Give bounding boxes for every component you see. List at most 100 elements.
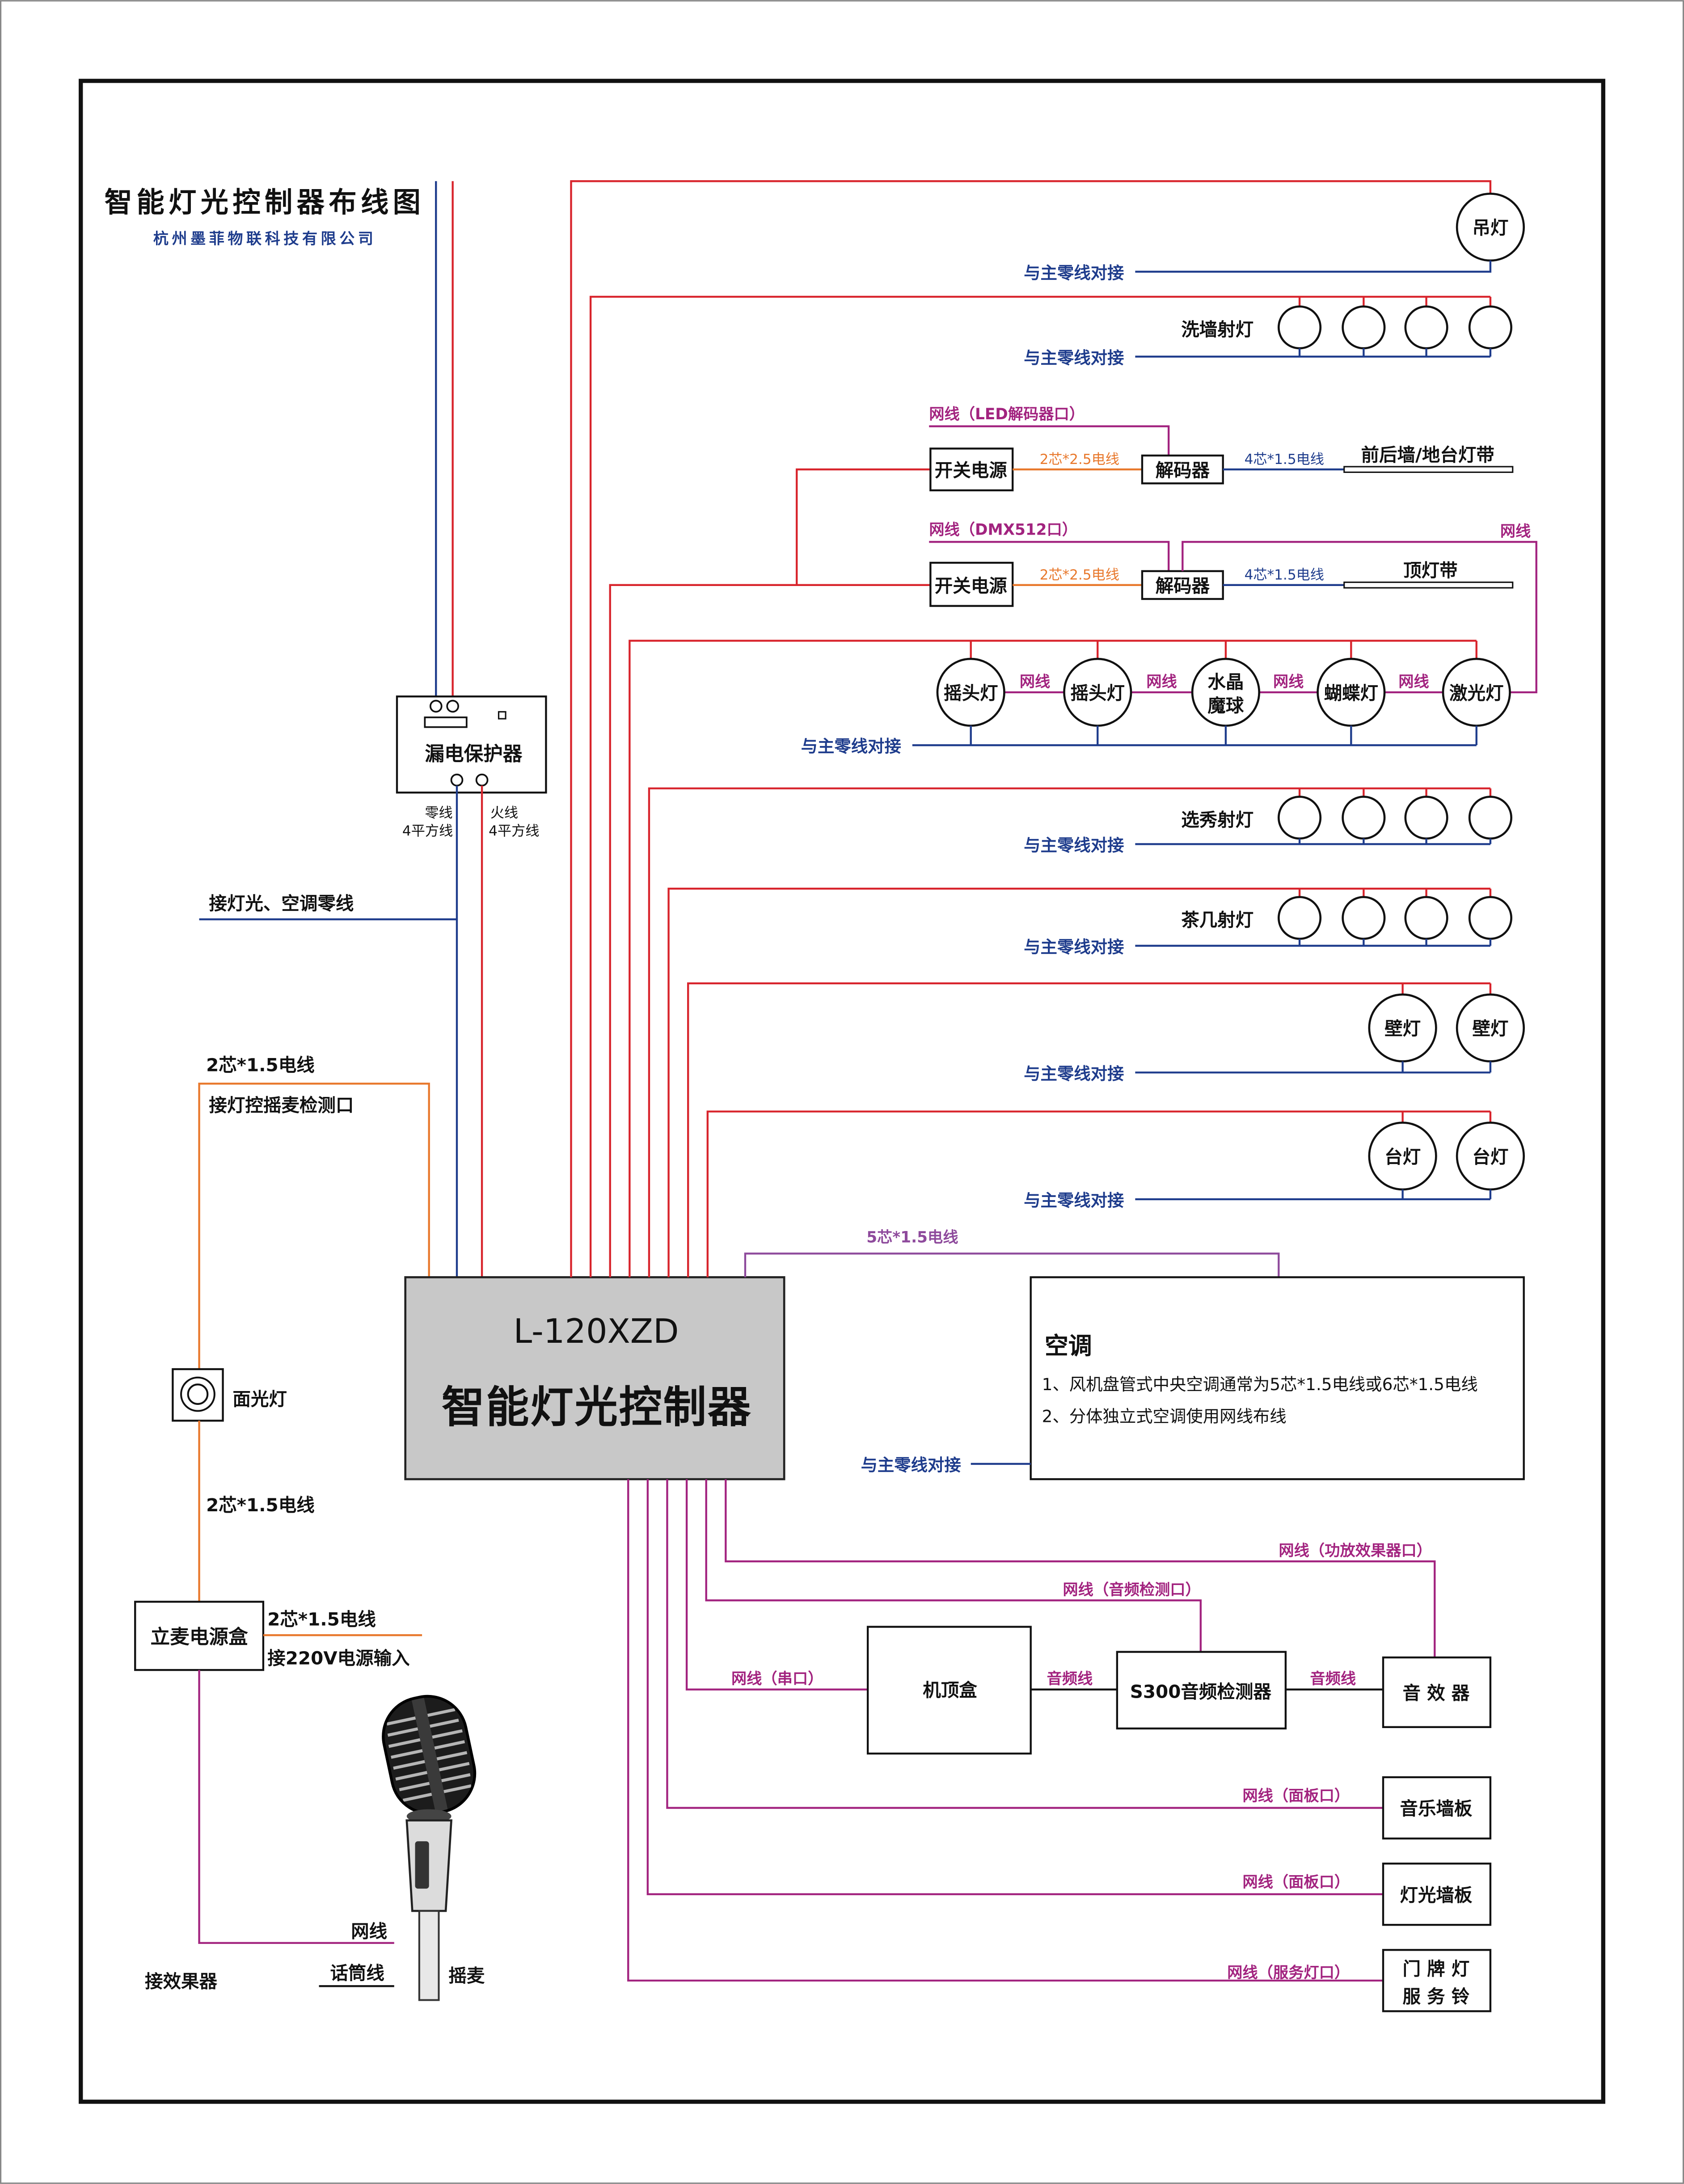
stage-link-label: 网线 <box>1146 673 1177 691</box>
front-strip-light-bar <box>1343 466 1514 473</box>
stage-neutral-wire <box>912 725 1477 746</box>
amp-port-label: 网线（功放效果器口） <box>1279 1542 1432 1560</box>
wall-wash-fixture <box>1468 305 1512 350</box>
chandelier-label: 吊灯 <box>1472 217 1508 239</box>
mic-power-cable-label: 2芯*1.5电线 <box>267 1608 376 1630</box>
microphone-switch <box>415 1841 429 1889</box>
service-port-label: 网线（服务灯口） <box>1227 1964 1350 1982</box>
chandelier-row: 吊灯 与主零线对接 <box>570 180 1525 1278</box>
ac-note-2: 2、分体独立式空调使用网线布线 <box>1042 1406 1287 1426</box>
ac-cable-label: 5芯*1.5电线 <box>866 1229 958 1247</box>
amp-port-wire <box>725 1479 1436 1658</box>
show-spot-neutral-label: 与主零线对接 <box>1024 835 1124 855</box>
show-spot-live-wire <box>648 787 1492 1278</box>
show-spot-fixture <box>1277 796 1322 840</box>
tea-spot-fixture <box>1342 896 1386 940</box>
stage-link-label: 网线 <box>1273 673 1304 691</box>
left-section: 接灯光、空调零线 2芯*1.5电线 接灯控摇麦检测口 面光灯 2芯*1.5电线 … <box>134 893 485 2001</box>
top-strip-decoder-label: 解码器 <box>1156 575 1210 596</box>
microphone-icon <box>382 1695 477 2001</box>
audio-cable-1-label: 音频线 <box>1047 1670 1093 1688</box>
tea-spot-label: 茶几射灯 <box>1181 909 1254 931</box>
ac-note-1: 1、风机盘管式中央空调通常为5芯*1.5电线或6芯*1.5电线 <box>1042 1374 1478 1394</box>
ac-box <box>1030 1276 1525 1480</box>
breaker-section: 漏电保护器 零线 4平方线 火线 4平方线 <box>396 181 547 1278</box>
stage-row: 摇头灯 摇头灯 水晶 魔球 蝴蝶灯 激光灯 网线 网线 网线 网线 与主零线对接 <box>629 640 1511 1278</box>
breaker-switch-slot <box>424 716 468 728</box>
tea-spot-neutral-wire <box>1135 939 1492 947</box>
detect-port-label: 接灯控摇麦检测口 <box>209 1095 354 1116</box>
show-spot-fixture <box>1342 796 1386 840</box>
light-panel-port-wire <box>646 1479 1383 1895</box>
serial-port-label: 网线（串口） <box>731 1670 823 1688</box>
show-spot-row: 选秀射灯 与主零线对接 <box>648 787 1512 1278</box>
show-spot-fixture <box>1468 796 1512 840</box>
audio-detect-port-label: 网线（音频检测口） <box>1063 1581 1200 1599</box>
wall-wash-fixture <box>1342 305 1386 350</box>
neutral-branch-note: 接灯光、空调零线 <box>209 893 354 914</box>
crystal-ball-label-line2: 魔球 <box>1207 695 1244 716</box>
tea-spot-fixture <box>1277 896 1322 940</box>
top-strip-network-wire <box>929 541 1170 571</box>
top-strip-label: 顶灯带 <box>1403 560 1458 581</box>
table-lamp-neutral-wire <box>1135 1189 1492 1201</box>
show-spot-fixture <box>1404 796 1448 840</box>
effects-connect-label: 接效果器 <box>145 1970 217 1992</box>
face-light-label: 面光灯 <box>232 1388 287 1410</box>
music-panel-port-wire <box>666 1479 1383 1809</box>
breaker-label: 漏电保护器 <box>425 743 522 765</box>
front-strip-cable-label: 4芯*1.5电线 <box>1245 451 1324 468</box>
wall-wash-fixture <box>1277 305 1322 350</box>
wall-lamp-row: 壁灯 壁灯 与主零线对接 <box>687 982 1525 1278</box>
wall-wash-fixture <box>1404 305 1448 350</box>
show-spot-label: 选秀射灯 <box>1181 809 1254 831</box>
table-lamp-row: 台灯 台灯 与主零线对接 <box>706 1110 1525 1278</box>
ac-section: 5芯*1.5电线 空调 1、风机盘管式中央空调通常为5芯*1.5电线或6芯*1.… <box>744 1229 1525 1480</box>
tea-spot-fixture <box>1404 896 1448 940</box>
mic-network-wire <box>198 1670 394 1944</box>
front-strip-network-label: 网线（LED解码器口） <box>929 405 1085 423</box>
breaker-output-neutral-terminal <box>450 773 464 787</box>
ac-neutral-label: 与主零线对接 <box>861 1455 961 1475</box>
mic-network-label: 网线 <box>351 1920 387 1942</box>
psu-live-wire <box>609 468 931 1278</box>
dmx-link-label: 网线 <box>1500 523 1531 540</box>
ac-title: 空调 <box>1045 1332 1092 1360</box>
wall-wash-live-wire <box>589 295 1492 1278</box>
light-panel-label: 灯光墙板 <box>1400 1884 1472 1906</box>
audio-cable-2-label: 音频线 <box>1310 1670 1356 1688</box>
front-strip-psu-cable-label: 2芯*2.5电线 <box>1040 451 1119 468</box>
front-strip-psu-label: 开关电源 <box>935 460 1007 481</box>
chandelier-neutral-label: 与主零线对接 <box>1024 263 1124 282</box>
top-strip-psu-label: 开关电源 <box>935 575 1007 596</box>
av-section: 网线（功放效果器口） 网线（音频检测口） 网线（串口） 网线（面板口） 网线（面… <box>627 1479 1492 2012</box>
service-bell-label: 服 务 铃 <box>1403 1986 1470 2007</box>
set-top-box-label: 机顶盒 <box>923 1679 977 1701</box>
detect-cable-wire <box>198 1083 430 1370</box>
table-lamp-neutral-label: 与主零线对接 <box>1024 1190 1124 1210</box>
tea-spot-neutral-label: 与主零线对接 <box>1024 937 1124 957</box>
front-strip-decoder-label: 解码器 <box>1156 460 1210 481</box>
led-strip-section: 网线（LED解码器口） 开关电源 2芯*2.5电线 解码器 4芯*1.5电线 前… <box>609 405 1537 1278</box>
controller: L-120XZD 智能灯光控制器 <box>404 1276 785 1480</box>
mic-label: 摇麦 <box>448 1965 485 1986</box>
top-strip-network-label: 网线（DMX512口） <box>929 521 1077 539</box>
breaker-neutral-spec: 4平方线 <box>402 823 453 839</box>
audio-detect-port-wire <box>705 1479 1202 1652</box>
table-lamp-label: 台灯 <box>1384 1146 1421 1168</box>
set-top-box <box>866 1626 1032 1755</box>
tea-spot-live-wire <box>667 887 1492 1278</box>
breaker-input-live-terminal <box>446 700 459 713</box>
chandelier-live-wire <box>570 180 1492 1278</box>
service-box <box>1382 1949 1492 2012</box>
breaker-output-live-terminal <box>475 773 489 787</box>
wall-lamp-label: 壁灯 <box>1472 1018 1508 1039</box>
face-light-icon-inner <box>187 1383 209 1405</box>
music-panel-label: 音乐墙板 <box>1400 1798 1472 1819</box>
wall-lamp-neutral-label: 与主零线对接 <box>1024 1064 1124 1084</box>
controller-model: L-120XZD <box>514 1312 679 1351</box>
stage-link-label: 网线 <box>1398 673 1429 691</box>
crystal-ball-label-line1: 水晶 <box>1207 671 1244 692</box>
breaker-live-label: 火线 <box>490 805 518 821</box>
mic-cable-label: 话筒线 <box>330 1962 384 1984</box>
